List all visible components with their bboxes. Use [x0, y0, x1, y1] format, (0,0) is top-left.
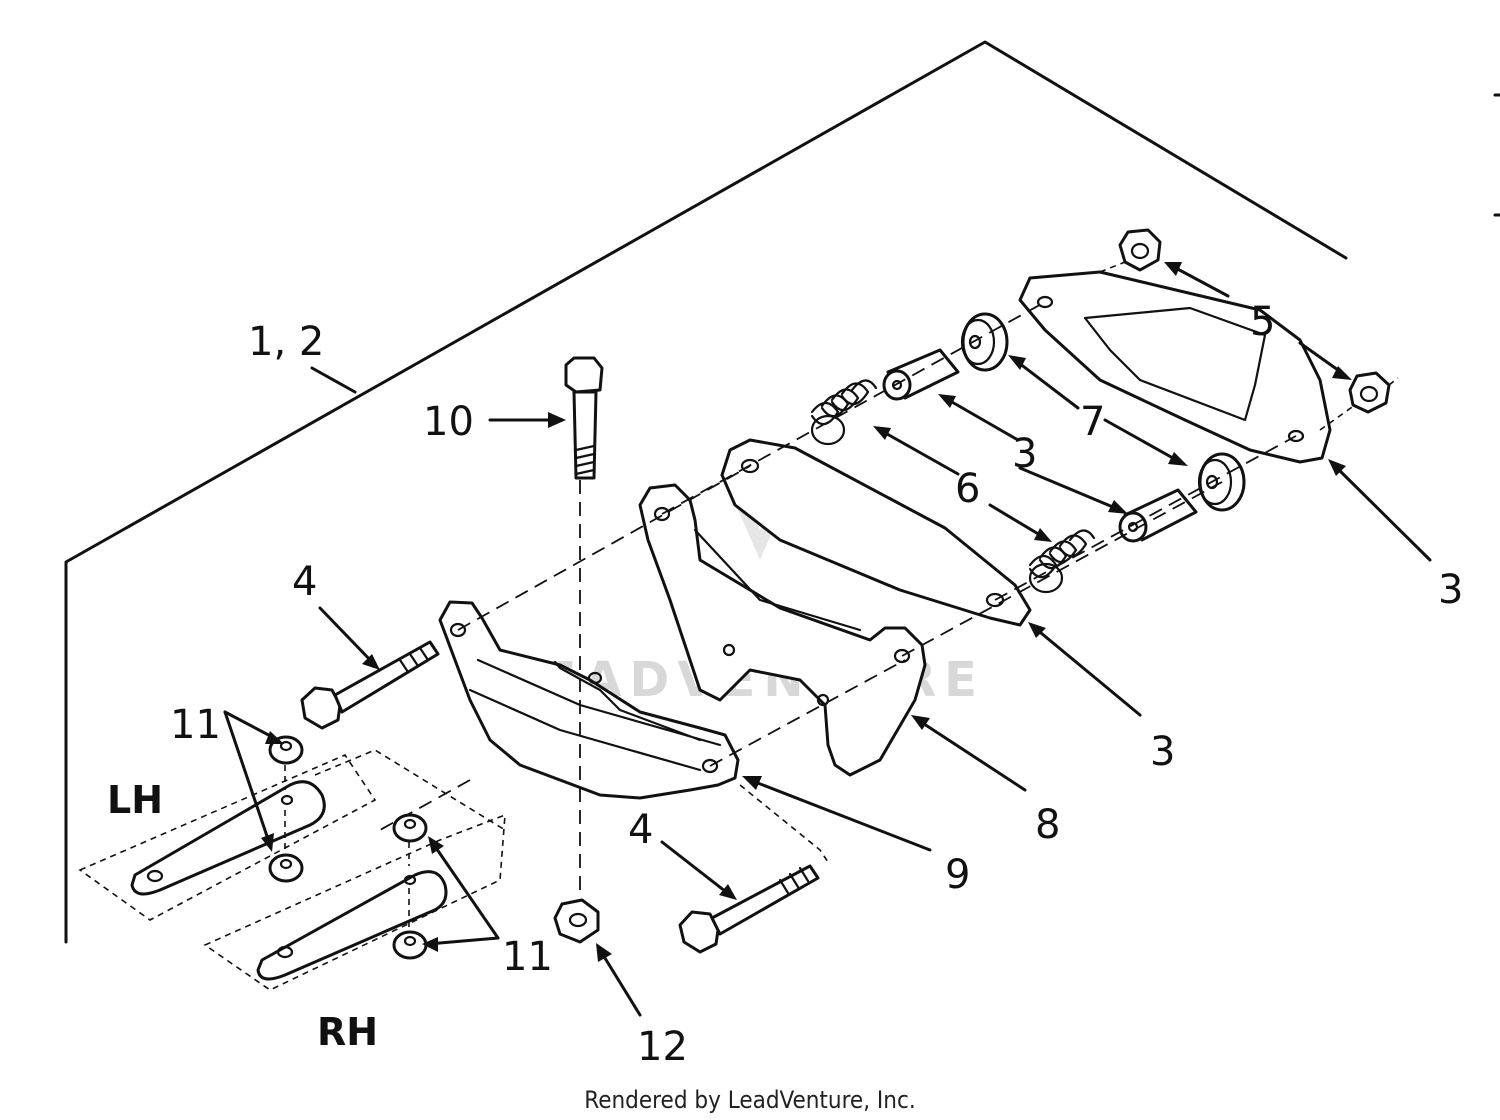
label-bolt-4-bottom: 4: [628, 807, 653, 853]
credit-text: Rendered by LeadVenture, Inc.: [584, 1086, 915, 1114]
label-lh: LH: [107, 778, 163, 822]
alignment-lines: [379, 301, 1297, 895]
bracket-8: [638, 483, 927, 777]
washer-11-lh-bottom: [268, 853, 304, 883]
leader-lines: [223, 262, 1432, 1017]
label-bracket-9: 9: [945, 852, 970, 898]
bolt-4-bottom: [678, 864, 820, 954]
spacer-3-bottom: [1118, 488, 1198, 543]
label-spring-6: 6: [955, 466, 980, 512]
nut-5-top: [1118, 228, 1162, 272]
washer-11-rh-bottom: [392, 930, 428, 960]
label-bushing-7: 7: [1080, 399, 1105, 445]
label-assembly: 1, 2: [248, 319, 324, 365]
label-rh: RH: [317, 1010, 378, 1054]
nut-5-right: [1348, 371, 1391, 414]
washer-11-rh-top: [392, 813, 428, 843]
label-washer-11-lh: 11: [170, 702, 221, 748]
label-bracket-8: 8: [1035, 802, 1060, 848]
label-bolt-10: 10: [423, 399, 474, 445]
spacer-3-top: [882, 348, 960, 401]
label-nut-5: 5: [1250, 299, 1275, 345]
frame-outline: [64, 40, 1500, 944]
spring-6-bottom: [1028, 529, 1096, 594]
bracket-9: [438, 600, 740, 800]
right-plate: [1018, 270, 1332, 464]
bushing-7-top: [960, 312, 1009, 372]
label-nut-12: 12: [637, 1024, 688, 1070]
nut-12: [553, 898, 600, 944]
label-plate-3-mid: 3: [1150, 729, 1175, 775]
label-washer-11-rh: 11: [502, 934, 553, 980]
bolt-10: [564, 356, 604, 480]
bolt-4-left: [300, 640, 440, 730]
callout-labels: 1, 2 10 5 7 3 6 3 3 4 4 8 9 11 11 12 LH …: [107, 299, 1463, 1070]
label-bolt-4-left: 4: [292, 559, 317, 605]
link-rh: [203, 749, 506, 991]
link-lh: [78, 735, 377, 921]
spring-6-top: [810, 379, 878, 446]
label-spacer-3: 3: [1012, 431, 1037, 477]
label-plate-3-right: 3: [1438, 567, 1463, 613]
middle-plate: [720, 438, 1032, 627]
